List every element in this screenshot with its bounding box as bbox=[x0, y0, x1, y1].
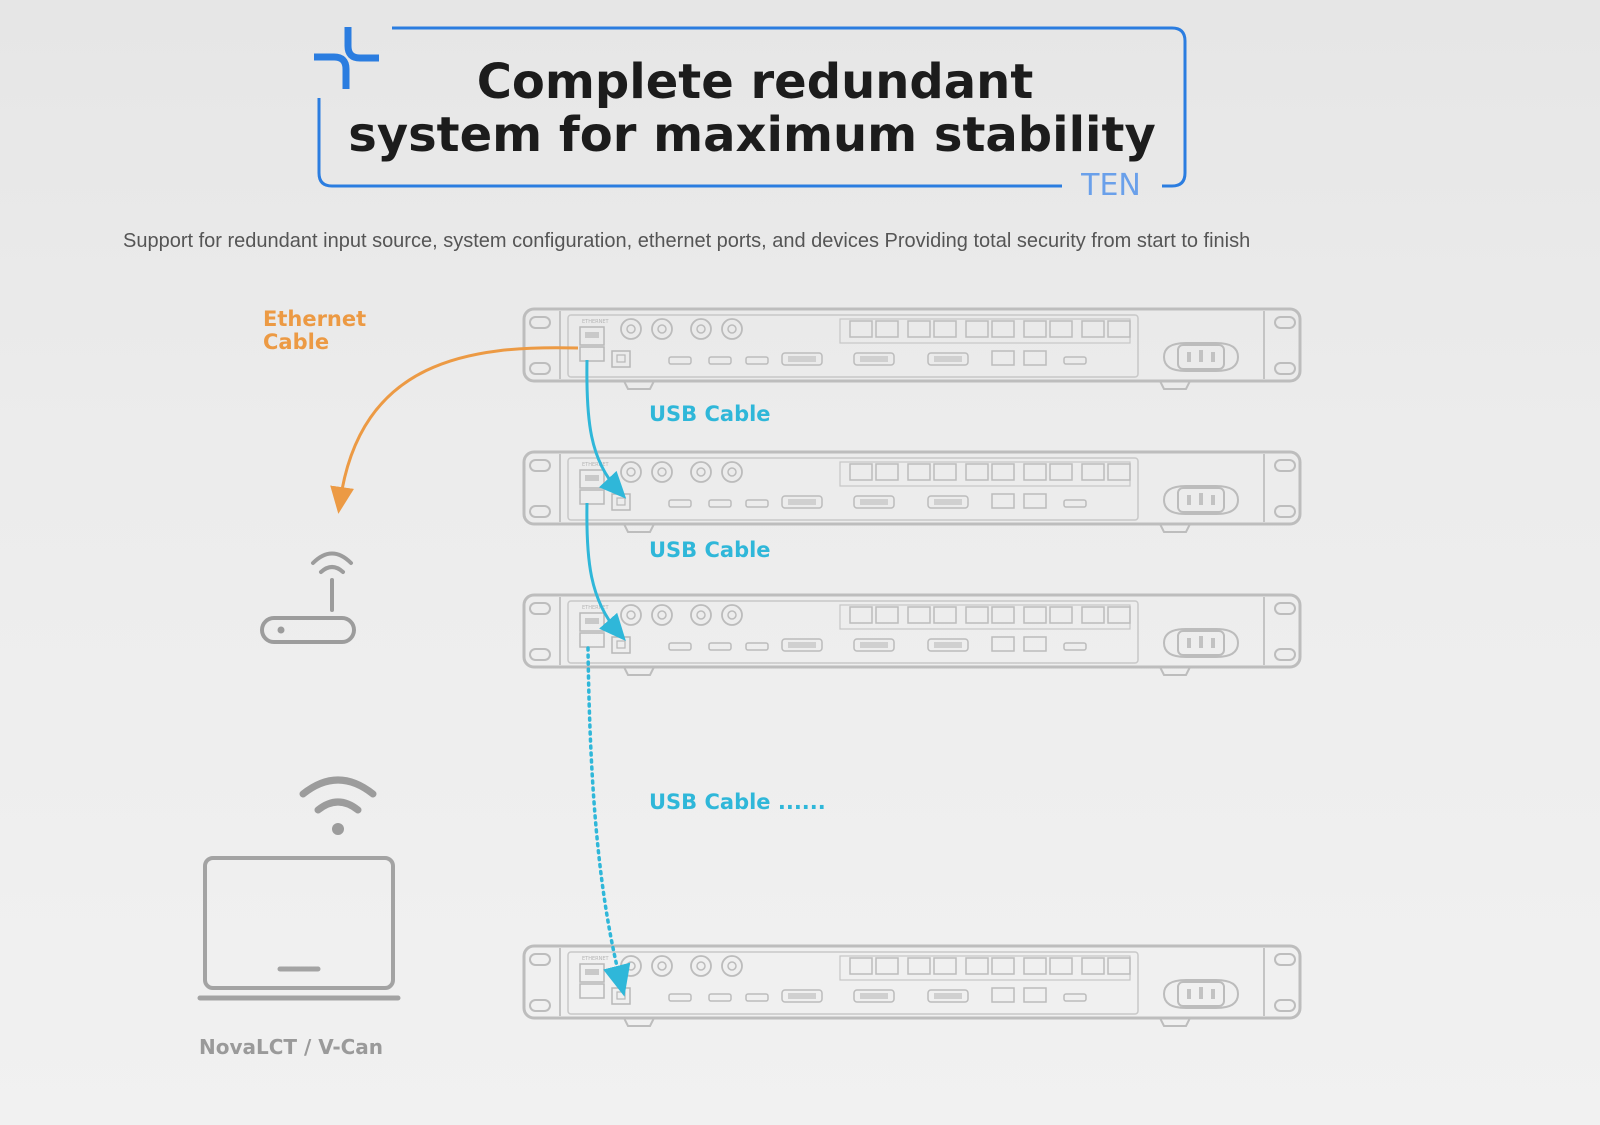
usb-label-1: USB Cable bbox=[649, 402, 771, 426]
device-port-label: ETHERNET bbox=[582, 956, 610, 962]
plus-corner-icon bbox=[314, 27, 379, 89]
ten-badge: TEN bbox=[1080, 168, 1141, 203]
ethernet-label-line-2: Cable bbox=[263, 330, 329, 354]
ethernet-cable bbox=[330, 346, 579, 514]
device-port-label: ETHERNET bbox=[582, 462, 610, 468]
computer-label: NovaLCT / V-Can bbox=[199, 1035, 383, 1059]
device-port-label: ETHERNET bbox=[582, 319, 610, 325]
router-icon bbox=[260, 551, 356, 644]
laptop-icon bbox=[197, 856, 401, 1001]
device-2: ETHERNET bbox=[522, 450, 1302, 534]
device-port-label: ETHERNET bbox=[582, 605, 610, 611]
title-line-1: Complete redundant bbox=[477, 54, 1034, 110]
usb-label-3: USB Cable ...... bbox=[649, 790, 826, 814]
usb-cable-2 bbox=[585, 502, 626, 642]
title-line-2: system for maximum stability bbox=[348, 107, 1156, 163]
title-frame: Complete redundant system for maximum st… bbox=[314, 26, 1187, 203]
usb-cable-3 bbox=[586, 646, 631, 997]
usb-label-2: USB Cable bbox=[649, 538, 771, 562]
device-4: ETHERNET bbox=[522, 944, 1302, 1028]
device-3: ETHERNET bbox=[522, 593, 1302, 677]
subtitle: Support for redundant input source, syst… bbox=[123, 230, 1250, 252]
device-1: ETHERNET bbox=[522, 307, 1302, 391]
usb-cable-1 bbox=[585, 359, 627, 499]
ethernet-label-line-1: Ethernet bbox=[263, 307, 366, 331]
wifi-icon bbox=[299, 776, 377, 835]
